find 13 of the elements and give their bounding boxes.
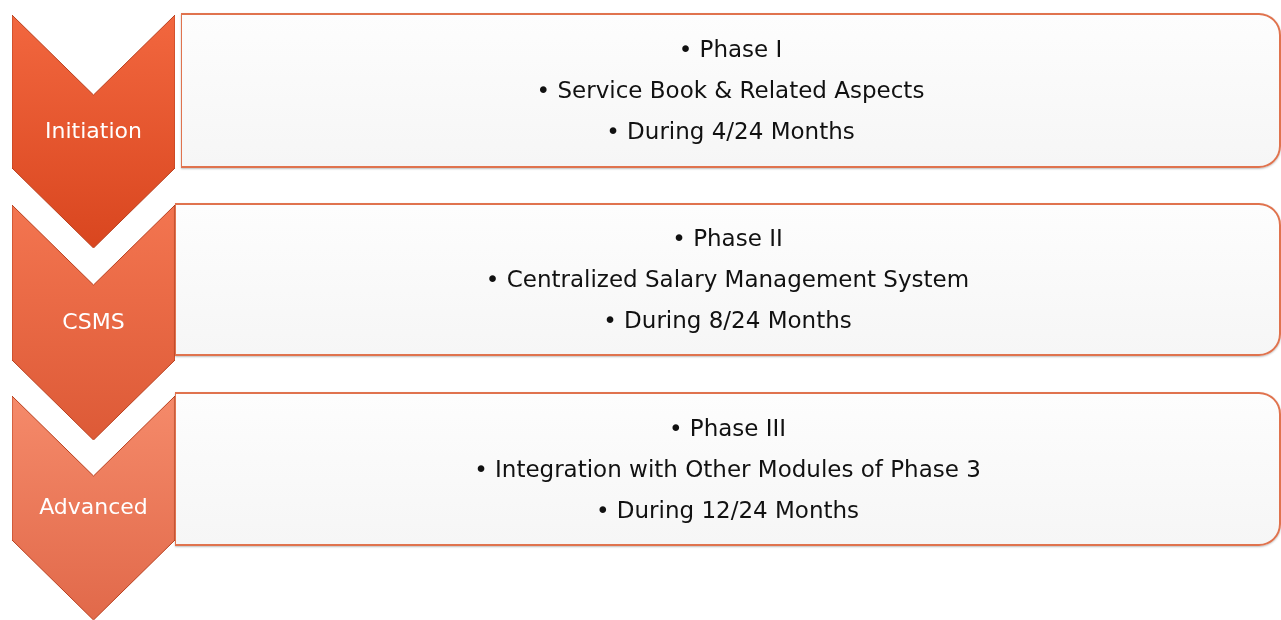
bullet-item: • During 4/24 Months	[605, 117, 856, 146]
stage-label: Advanced	[38, 494, 149, 519]
bullet-item: • Service Book & Related Aspects	[536, 76, 925, 105]
phase-panel	[181, 13, 1281, 168]
bullet-item: • Integration with Other Modules of Phase 3	[474, 454, 981, 484]
bullet-item: • Centralized Salary Management System	[485, 265, 970, 294]
bullet-item: • Phase II	[671, 224, 784, 253]
bullet-item: • Phase I	[677, 35, 784, 64]
bullet-item: • During 12/24 Months	[594, 495, 861, 525]
stage-label: CSMS	[61, 308, 126, 334]
bullet-item: • During 8/24 Months	[602, 306, 853, 335]
stage-label: Initiation	[44, 117, 143, 143]
bullet-item: • Phase III	[667, 413, 788, 443]
